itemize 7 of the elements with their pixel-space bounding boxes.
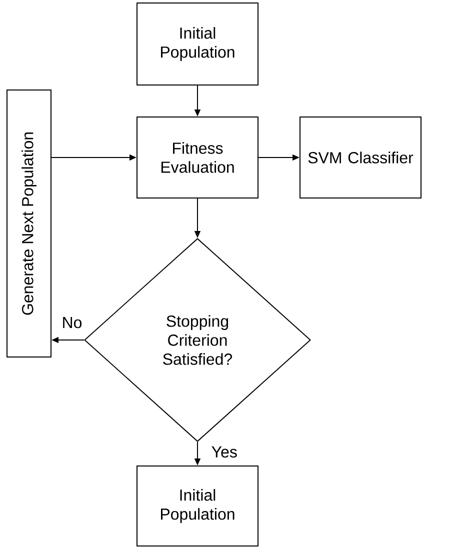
process-box: Initial Population [136, 2, 258, 86]
edge-label: No [63, 317, 82, 328]
edge-label: Yes [212, 446, 237, 458]
process-box: Initial Population [136, 466, 258, 546]
process-box: SVM Classifier [300, 116, 422, 198]
process-box: Fitness Evaluation [136, 116, 258, 198]
process-box: Generate Next Population [6, 90, 52, 358]
